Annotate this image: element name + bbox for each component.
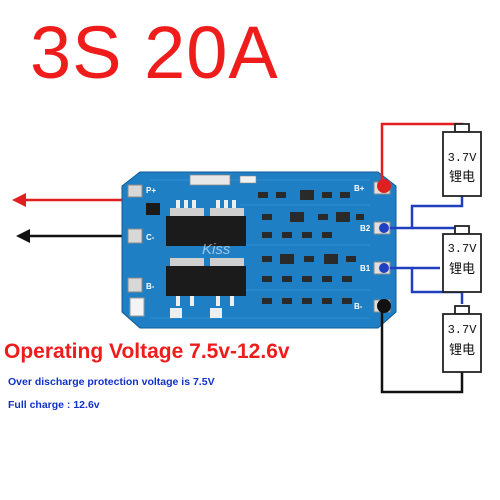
cell-3-label: 锂电 [449,343,475,358]
battery-cell-1: 3.7V 锂电 [442,123,482,197]
cell-1-voltage: 3.7V [448,151,478,165]
red-arrow-icon [12,193,26,207]
pad-label-b1: B1 [360,264,371,273]
pad-label-b-minus-right: B- [354,302,363,311]
operating-voltage: Operating Voltage 7.5v-12.6v [4,340,290,363]
pad-label-p-plus: P+ [146,186,156,195]
cell-2-voltage: 3.7V [448,242,478,256]
full-charge-note: Full charge : 12.6v [8,399,100,411]
cell-3-voltage: 3.7V [448,323,478,337]
cell-1-label: 锂电 [449,170,475,185]
black-arrow-icon [16,229,30,243]
product-title: 3S 20A [30,11,279,94]
pad-label-b2: B2 [360,224,371,233]
pcb-board: P+ C- B- B+ B2 B1 B- Kiss [121,171,397,329]
over-discharge-note: Over discharge protection voltage is 7.5… [8,376,215,388]
pad-label-b-plus: B+ [354,184,365,193]
battery-cell-3: 3.7V 锂电 [442,305,482,373]
output-arrows [12,193,128,243]
watermark: Kiss [202,241,231,258]
pad-label-b-minus-left: B- [146,282,155,291]
pad-label-c-minus: C- [146,233,155,242]
battery-cell-2: 3.7V 锂电 [442,225,482,293]
cell-2-label: 锂电 [449,262,475,277]
mosfet-group [166,200,246,318]
